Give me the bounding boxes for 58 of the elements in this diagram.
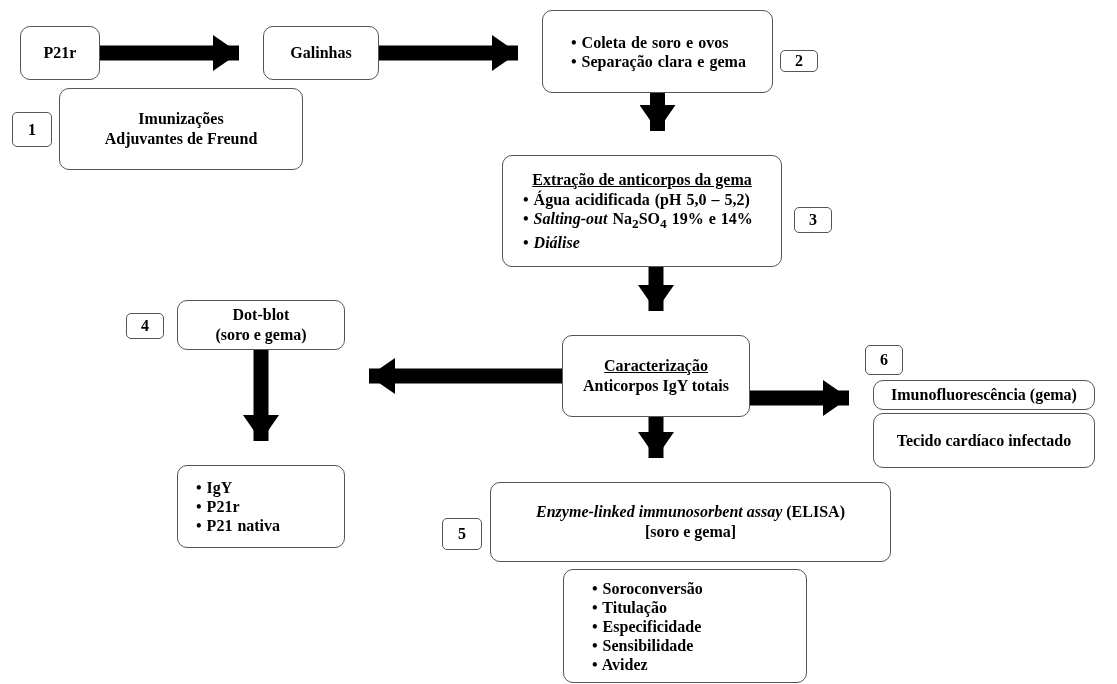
block-arrow [638,267,674,311]
bullet-item: • Avidez [592,654,649,674]
bullet-item: • Diálise [523,233,581,253]
step-number: 4 [141,316,149,336]
step-number-box [126,313,164,339]
bullet-item: • Salting-out Na$_{2}$SO$_{4}$ 19% e 14% [523,209,753,234]
box-text: [soro e gema] [644,522,737,542]
step-number-box [865,345,903,375]
box-text: (soro e gema) [215,325,307,345]
block-arrow [369,358,562,394]
process-box [873,380,1095,410]
block-arrow [750,380,849,416]
step-number: 1 [28,119,36,140]
process-box [563,569,807,683]
box-text: Adjuvantes de Freund [104,129,258,149]
process-box [20,26,100,80]
block-arrow [243,350,279,441]
process-box [562,335,750,417]
box-heading: Extração de anticorpos da gema [532,169,752,190]
bullet-item: • Água acidificada (pH 5,0 – 5,2) [523,189,751,209]
bullet-item: • P21 nativa [196,516,281,535]
box-text: Tecido cardíaco infectado [896,430,1072,451]
bullet-item: • Sensibilidade [592,636,695,655]
step-number-box [780,50,818,72]
process-box [263,26,379,80]
bullet-item: • Coleta de soro e ovos [571,32,730,52]
bullet-item: • Titulação [592,597,668,617]
step-number: 6 [880,350,888,370]
box-text: Imunizações [138,109,224,129]
bullet-item: • Especificidade [592,617,703,636]
bullet-item: • IgY [196,478,234,497]
bullet-item: • Separação clara e gema [571,51,746,71]
box-text: Imunofluorescência (gema) [891,385,1077,405]
process-box [502,155,782,267]
step-number-box [12,112,52,147]
process-box [873,413,1095,468]
step-number-box [794,207,832,233]
box-text: Galinhas [290,43,352,63]
process-box [177,465,345,548]
step-number: 3 [809,210,817,230]
block-arrow [379,35,518,71]
step-number: 2 [795,51,803,71]
box-heading: Caracterização [604,356,708,376]
box-text: Anticorpos IgY totais [582,376,730,396]
box-text: Dot-blot [232,305,290,325]
bullet-item: • P21r [196,497,241,516]
step-number-box [442,518,482,550]
box-text: Enzyme-linked immunosorbent assay (ELISA) [536,502,845,522]
box-text: P21r [43,43,77,63]
process-box [490,482,891,562]
block-arrow [639,93,676,131]
step-number: 5 [458,524,466,544]
bullet-item: • Soroconversão [592,578,703,598]
block-arrow [638,417,674,458]
process-box [177,300,345,350]
process-box [542,10,773,93]
process-box [59,88,303,170]
block-arrow [100,35,239,71]
